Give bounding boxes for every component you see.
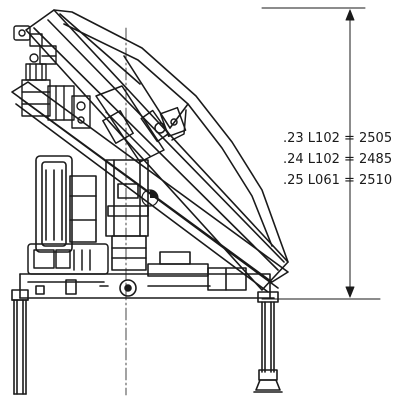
height-dimension-line xyxy=(261,7,381,300)
left-outrigger-leg xyxy=(11,289,29,395)
oil-tank xyxy=(35,155,97,253)
boom-tip xyxy=(13,25,57,81)
outer-jib xyxy=(53,9,289,263)
control-station xyxy=(27,243,109,275)
crane-column xyxy=(105,159,149,271)
valve-cluster xyxy=(21,79,91,129)
dimension-label-25: .25 L061 = 2510 xyxy=(283,173,393,188)
dimension-label-23: .23 L102 = 2505 xyxy=(283,131,393,146)
base-frame xyxy=(19,251,275,299)
right-outrigger-leg xyxy=(253,291,283,393)
dimension-label-24: .24 L102 = 2485 xyxy=(283,152,393,167)
lift-cylinder xyxy=(95,85,187,163)
